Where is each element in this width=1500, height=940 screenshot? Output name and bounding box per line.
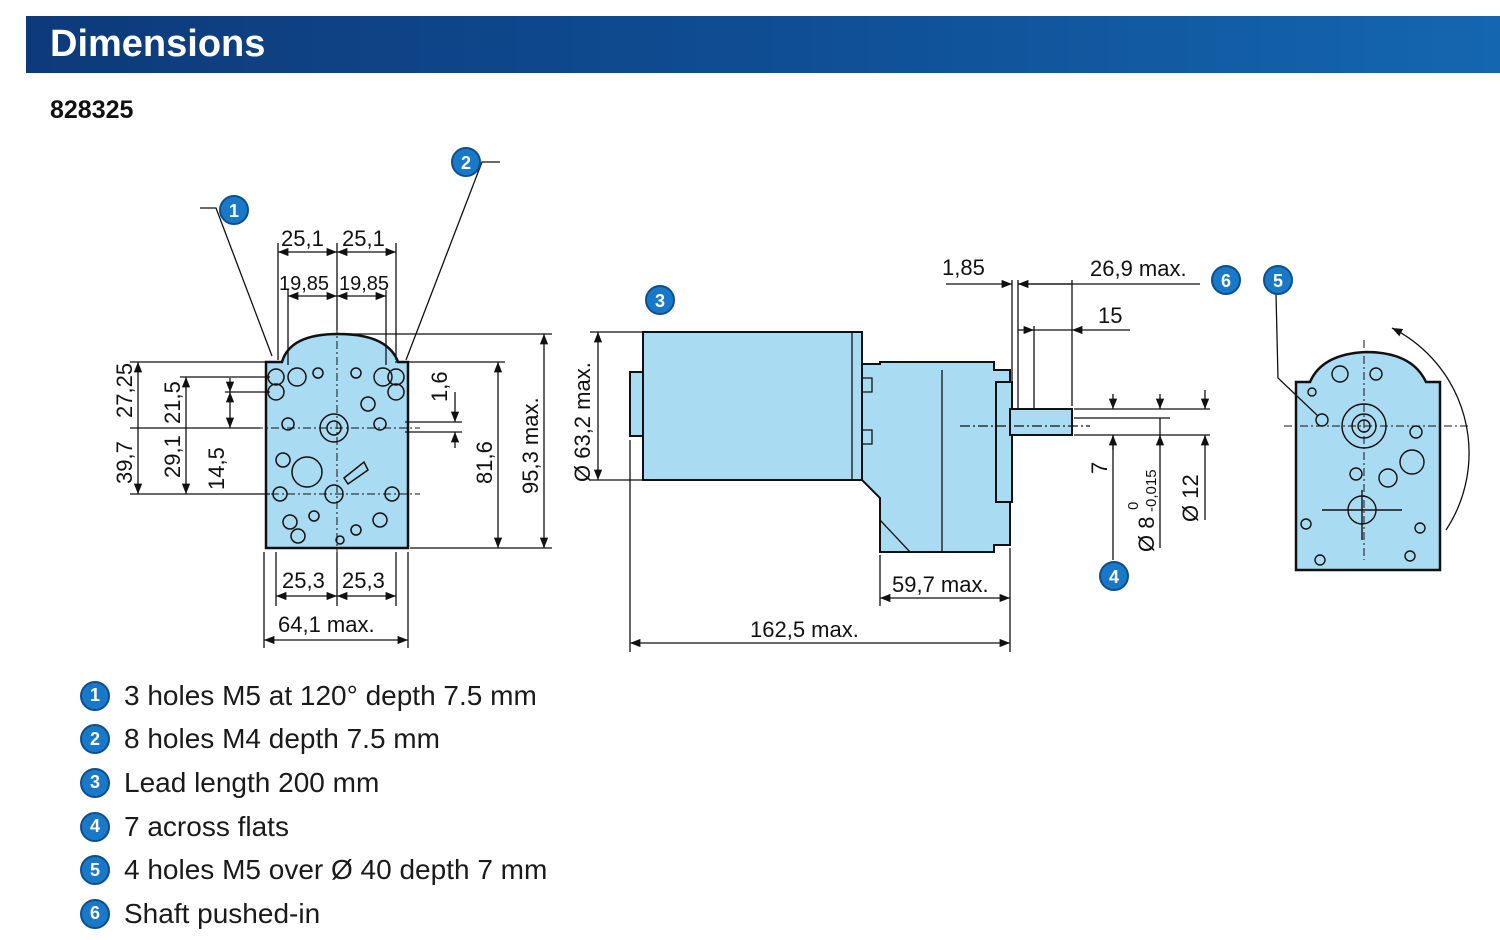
legend-text-2: 8 holes M4 depth 7.5 mm: [124, 723, 440, 755]
callout-2-badge: 2: [451, 147, 481, 177]
rear-view: [1284, 340, 1470, 572]
callout-6-badge: 6: [1211, 265, 1241, 295]
legend-text-6: Shaft pushed-in: [124, 897, 321, 929]
svg-text:2: 2: [461, 153, 471, 173]
dim-dia-12: Ø 12: [1178, 474, 1203, 522]
dim-29-1: 29,1: [160, 435, 185, 478]
dim-14-5: 14,5: [204, 447, 229, 490]
svg-text:5: 5: [1273, 271, 1283, 291]
gearbox-body: [861, 361, 1011, 553]
legend-item: 2 8 holes M4 depth 7.5 mm: [80, 718, 547, 762]
rear-housing: [1294, 350, 1442, 572]
svg-text:4: 4: [1109, 567, 1119, 587]
dim-dia-63-2: Ø 63,2 max.: [570, 362, 595, 482]
side-dimension-lines: [590, 279, 1210, 652]
legend-item: 5 4 holes M5 over Ø 40 depth 7 mm: [80, 848, 547, 892]
dim-15: 15: [1098, 303, 1122, 328]
side-details: [851, 332, 1090, 553]
dim-dia-8-tol-lower: -0,015: [1143, 469, 1160, 512]
section-header: Dimensions: [26, 16, 1500, 73]
section-title: Dimensions: [50, 23, 266, 65]
svg-text:3: 3: [655, 291, 665, 311]
callouts: 1 2 3 4 5 6: [219, 147, 1293, 591]
dim-25-3-left: 25,3: [282, 568, 325, 593]
dim-25-1-right: 25,1: [342, 226, 385, 251]
dim-162-5: 162,5 max.: [750, 617, 859, 642]
gearbox-flange: [995, 381, 1013, 503]
callout-3-badge: 3: [645, 285, 675, 315]
callout-1-badge: 1: [219, 195, 249, 225]
side-dimension-texts: Ø 63,2 max. 1,85 26,9 max. 15 7 Ø 8 0 -0…: [570, 255, 1203, 642]
legend-text-5: 4 holes M5 over Ø 40 depth 7 mm: [124, 854, 548, 886]
motor-cap: [629, 371, 645, 437]
legend-item: 6 Shaft pushed-in: [80, 892, 547, 936]
dim-dia-8-tol-upper: 0: [1125, 502, 1142, 510]
legend-item: 1 3 holes M5 at 120° depth 7.5 mm: [80, 674, 547, 718]
front-view: [255, 325, 420, 555]
legend-badge-4: 4: [80, 811, 110, 842]
legend-badge-5: 5: [80, 855, 110, 886]
legend-item: 4 7 across flats: [80, 805, 547, 849]
side-view: [629, 331, 1073, 553]
legend-text-1: 3 holes M5 at 120° depth 7.5 mm: [124, 679, 537, 711]
legend-text-3: Lead length 200 mm: [124, 766, 380, 798]
legend-badge-2: 2: [80, 724, 110, 755]
svg-text:6: 6: [1221, 271, 1231, 291]
dim-19-85-right: 19,85: [339, 273, 389, 295]
dim-21-5: 21,5: [160, 381, 185, 424]
dim-64-1: 64,1 max.: [278, 612, 375, 637]
dim-39-7: 39,7: [112, 441, 137, 484]
legend-text-4: 7 across flats: [124, 810, 289, 842]
dim-25-1-left: 25,1: [281, 226, 324, 251]
dim-19-85-left: 19,85: [279, 273, 329, 295]
dim-1-6: 1,6: [427, 371, 452, 402]
dim-81-6: 81,6: [472, 441, 497, 484]
motor-body: [642, 331, 863, 481]
dim-25-3-right: 25,3: [342, 568, 385, 593]
dimension-drawing: 25,1 25,1 19,85 19,85 39,7 27,25 29,1 21…: [112, 147, 1470, 652]
callout-5-badge: 5: [1263, 265, 1293, 295]
dim-dia-8: Ø 8: [1134, 517, 1159, 552]
dim-7: 7: [1087, 462, 1112, 474]
legend-badge-3: 3: [80, 767, 110, 798]
legend-badge-6: 6: [80, 898, 110, 929]
front-dimension-lines: [130, 161, 552, 648]
dim-59-7: 59,7 max.: [892, 572, 989, 597]
svg-text:1: 1: [229, 201, 239, 221]
rear-details: [1275, 293, 1470, 531]
product-reference: 828325: [50, 96, 134, 124]
dim-27-25: 27,25: [112, 363, 137, 418]
dim-95-3: 95,3 max.: [518, 397, 543, 494]
dim-26-9: 26,9 max.: [1090, 256, 1187, 281]
legend-badge-1: 1: [80, 680, 110, 711]
dim-1-85: 1,85: [942, 255, 985, 280]
shaft: [1009, 408, 1073, 436]
callout-4-badge: 4: [1099, 561, 1129, 591]
front-dimension-texts: 25,1 25,1 19,85 19,85 39,7 27,25 29,1 21…: [112, 226, 543, 637]
legend-list: 1 3 holes M5 at 120° depth 7.5 mm 2 8 ho…: [80, 674, 547, 936]
legend-item: 3 Lead length 200 mm: [80, 761, 547, 805]
